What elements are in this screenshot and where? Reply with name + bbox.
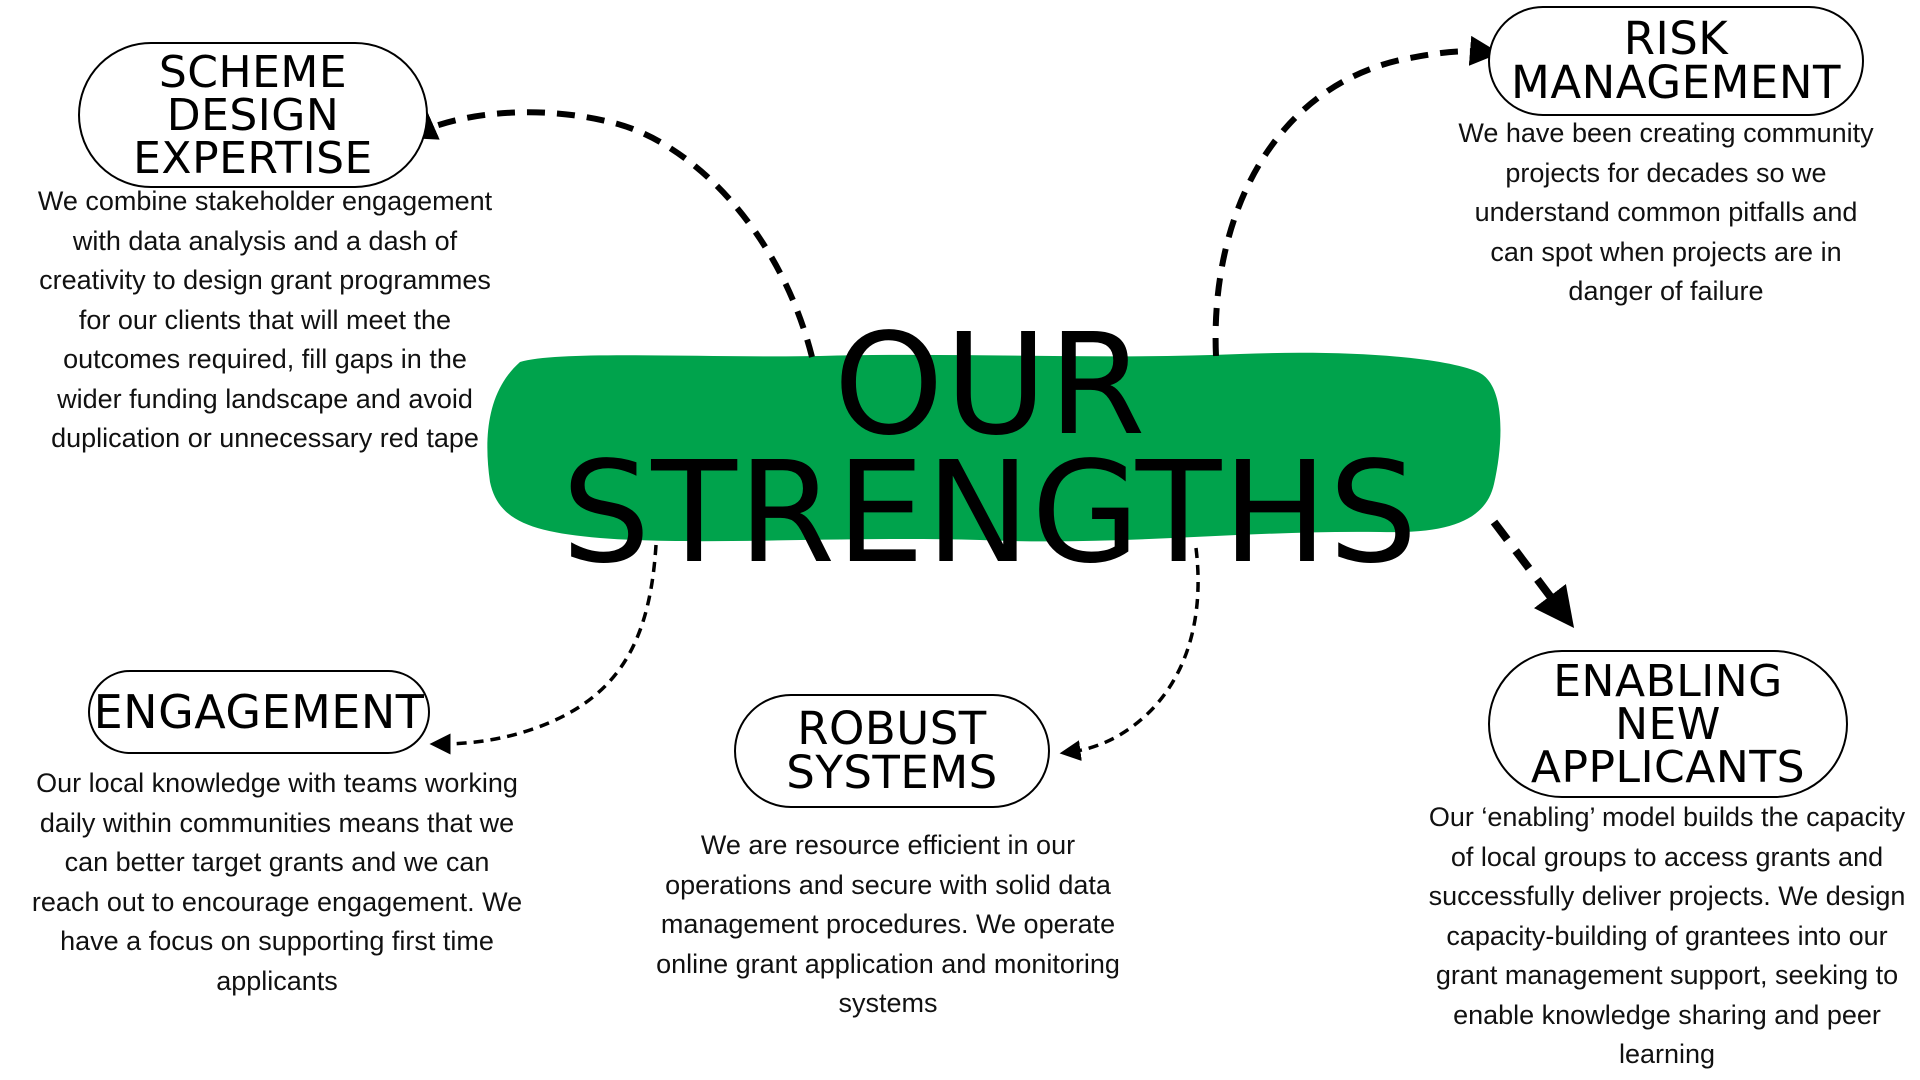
node-risk-label: RISK MANAGEMENT: [1488, 6, 1864, 116]
node-risk-description: We have been creating community projects…: [1458, 118, 1874, 306]
node-engagement-title-line: ENGAGEMENT: [93, 685, 425, 739]
node-scheme-title-line: EXPERTISE: [133, 132, 373, 184]
node-engagement-label: ENGAGEMENT: [88, 670, 430, 754]
connector-risk: [1212, 35, 1500, 357]
node-robust-title-line: ROBUST: [797, 702, 987, 755]
node-risk-title-line: MANAGEMENT: [1511, 56, 1841, 109]
node-enabling-description: Our ‘enabling’ model builds the capacity…: [1428, 802, 1906, 1069]
node-robust-title-line: SYSTEMS: [786, 746, 998, 799]
node-risk-title-line: RISK: [1623, 12, 1729, 65]
center-title: OUR STRENGTHS: [560, 304, 1420, 595]
center-title-line-2: STRENGTHS: [561, 432, 1419, 595]
connector-enabling: [1490, 519, 1575, 628]
node-engagement-description: Our local knowledge with teams working d…: [31, 768, 523, 996]
center-title-line-1: OUR: [833, 304, 1147, 467]
node-enabling-label: ENABLING NEW APPLICANTS: [1488, 650, 1848, 798]
node-robust-label: ROBUST SYSTEMS: [734, 694, 1050, 808]
node-enabling-title-line: ENABLING: [1553, 655, 1783, 707]
node-scheme-title-line: SCHEME: [158, 46, 348, 98]
node-robust-description: We are resource efficient in our operati…: [656, 830, 1120, 1018]
node-scheme-label: SCHEME DESIGN EXPERTISE: [78, 42, 428, 188]
node-scheme-description: We combine stakeholder engagement with d…: [37, 186, 493, 453]
node-scheme-title-line: DESIGN: [166, 89, 340, 141]
node-enabling-title-line: APPLICANTS: [1530, 741, 1806, 793]
node-enabling-title-line: NEW: [1615, 698, 1721, 750]
